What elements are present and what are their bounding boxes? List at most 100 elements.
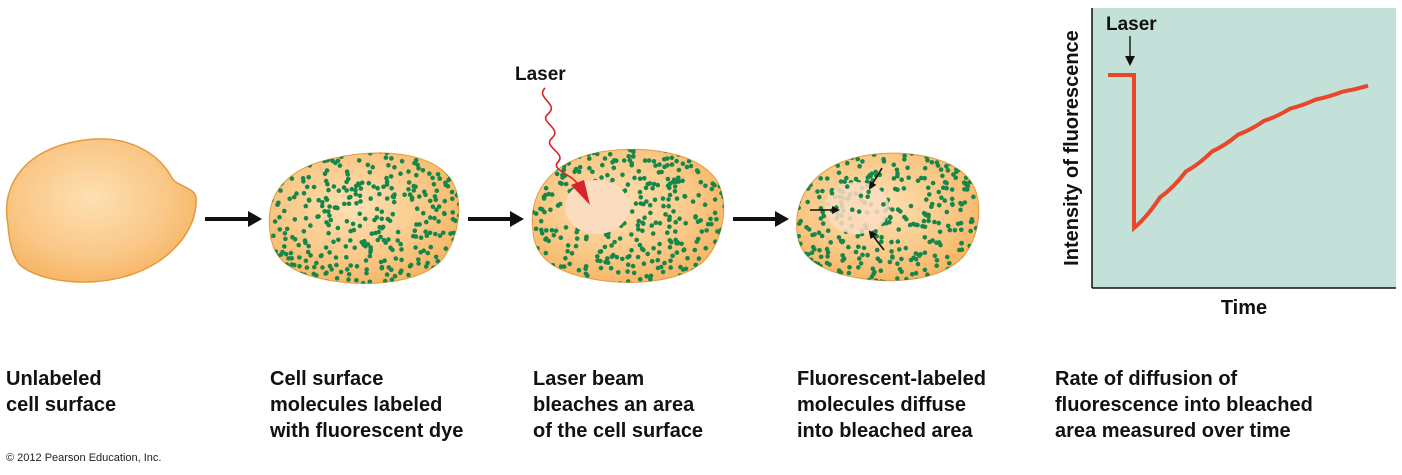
fluorescent-dot bbox=[684, 145, 689, 150]
fluorescent-dot bbox=[304, 265, 310, 270]
fluorescent-dot bbox=[884, 220, 889, 226]
fluorescent-dot bbox=[951, 172, 956, 177]
fluorescent-dot bbox=[527, 164, 532, 169]
fluorescent-dot bbox=[573, 166, 579, 172]
fluorescent-dot bbox=[968, 228, 973, 234]
fluorescent-dot bbox=[345, 172, 351, 177]
fluorescent-dot bbox=[976, 229, 979, 234]
fluorescent-dot bbox=[825, 270, 830, 276]
fluorescent-dot bbox=[344, 188, 350, 193]
fluorescent-dot bbox=[398, 171, 403, 176]
fluorescent-dot bbox=[320, 265, 325, 270]
fluorescent-dot bbox=[379, 209, 385, 214]
fluorescent-dot bbox=[881, 202, 886, 207]
fluorescent-dot bbox=[300, 284, 305, 289]
fluorescent-dot bbox=[416, 261, 421, 266]
fluorescent-dot bbox=[409, 282, 415, 284]
fluorescent-dot bbox=[671, 177, 677, 182]
fluorescent-dot bbox=[326, 222, 332, 228]
fluorescent-dot bbox=[379, 265, 385, 271]
fluorescent-dot bbox=[602, 144, 607, 149]
fluorescent-dot bbox=[917, 253, 922, 258]
fluorescent-dot bbox=[803, 251, 809, 257]
fluorescent-dot bbox=[926, 218, 931, 224]
fluorescent-dot bbox=[962, 187, 967, 192]
fluorescent-dot bbox=[836, 170, 842, 176]
caption-line: molecules labeled bbox=[270, 394, 443, 416]
fluorescent-dot bbox=[796, 196, 801, 202]
fluorescent-dot bbox=[368, 196, 374, 201]
fluorescent-dot bbox=[431, 182, 437, 187]
fluorescent-dot bbox=[612, 239, 617, 245]
fluorescent-dot bbox=[693, 215, 698, 220]
fluorescent-dot bbox=[950, 201, 955, 207]
fluorescent-dot bbox=[558, 235, 564, 241]
fluorescent-dot bbox=[791, 192, 796, 197]
fluorescent-dot bbox=[929, 204, 934, 209]
fluorescent-dot bbox=[712, 182, 717, 188]
fluorescent-dot bbox=[563, 181, 569, 187]
fluorescent-dot bbox=[449, 274, 455, 279]
fluorescent-dot bbox=[543, 236, 549, 241]
fluorescent-dot bbox=[283, 236, 288, 242]
fluorescent-dot bbox=[959, 241, 964, 246]
fluorescent-dot bbox=[922, 267, 928, 273]
fluorescent-dot bbox=[669, 162, 675, 167]
fluorescent-dot bbox=[667, 185, 672, 191]
fluorescent-dot bbox=[334, 276, 340, 281]
fluorescent-dot bbox=[675, 241, 681, 246]
fluorescent-dot bbox=[902, 153, 907, 159]
fluorescent-dot bbox=[667, 192, 673, 198]
fluorescent-dot bbox=[832, 153, 838, 154]
fluorescent-dot bbox=[629, 232, 634, 237]
fluorescent-dot bbox=[280, 249, 285, 255]
fluorescent-dot bbox=[607, 152, 613, 157]
fluorescent-dot bbox=[676, 143, 681, 148]
fluorescent-dot bbox=[692, 247, 698, 253]
fluorescent-dot bbox=[533, 226, 539, 232]
fluorescent-dot bbox=[637, 189, 643, 195]
fluorescent-dot bbox=[399, 257, 404, 263]
fluorescent-dot bbox=[669, 142, 674, 147]
fluorescent-dot bbox=[427, 230, 433, 236]
fluorescent-dot bbox=[813, 280, 819, 281]
fluorescent-dot bbox=[677, 216, 682, 221]
fluorescent-dot bbox=[325, 153, 331, 159]
fluorescent-dot bbox=[642, 176, 647, 181]
fluorescent-dot bbox=[829, 190, 835, 196]
fluorescent-dot bbox=[457, 250, 459, 256]
fluorescent-dot bbox=[961, 256, 967, 262]
fluorescent-dot bbox=[668, 265, 673, 270]
fluorescent-dot bbox=[377, 225, 383, 230]
fluorescent-dot bbox=[966, 280, 971, 281]
fluorescent-dot bbox=[703, 183, 708, 189]
fluorescent-dot bbox=[637, 242, 643, 248]
fluorescent-dot bbox=[271, 233, 276, 239]
fluorescent-dot bbox=[583, 236, 589, 242]
fluorescent-dot bbox=[272, 219, 278, 224]
fluorescent-dot bbox=[300, 160, 305, 166]
fluorescent-dot bbox=[865, 194, 870, 199]
fluorescent-dot bbox=[315, 214, 320, 219]
fluorescent-dot bbox=[289, 176, 295, 181]
fluorescent-dot bbox=[796, 161, 800, 167]
fluorescent-dot bbox=[647, 181, 653, 186]
fluorescent-dot bbox=[708, 269, 713, 275]
caption-line: area measured over time bbox=[1055, 420, 1291, 442]
partially-recovered-area bbox=[825, 182, 889, 234]
fluorescent-dot bbox=[345, 267, 350, 272]
fluorescent-dot bbox=[828, 240, 833, 245]
fluorescent-dot bbox=[942, 273, 948, 279]
fluorescence-graph: Laser Intensity of fluorescence Time bbox=[1061, 8, 1396, 319]
fluorescent-dot bbox=[879, 239, 884, 244]
fluorescent-dot bbox=[940, 173, 945, 179]
fluorescent-dot bbox=[952, 227, 958, 233]
fluorescent-dot bbox=[533, 211, 539, 216]
fluorescent-dot bbox=[385, 216, 391, 222]
fluorescent-dot bbox=[534, 180, 540, 185]
fluorescent-dot bbox=[314, 273, 319, 278]
fluorescent-dot bbox=[667, 217, 672, 222]
fluorescent-dot bbox=[382, 258, 387, 264]
fluorescent-dot bbox=[663, 212, 668, 217]
fluorescent-dot bbox=[555, 203, 561, 208]
